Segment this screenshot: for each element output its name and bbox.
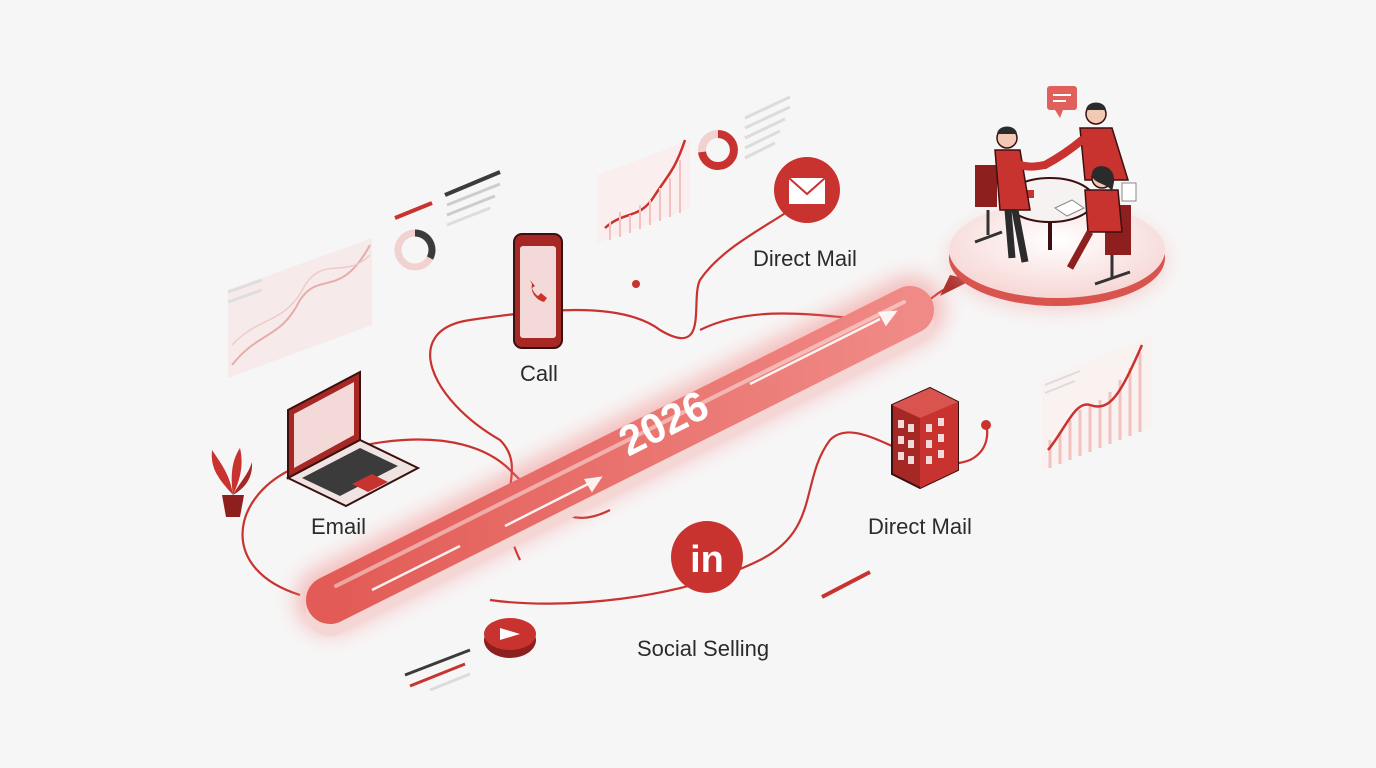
touchpoint-label-email: Email bbox=[311, 514, 367, 539]
background-lines-bottom bbox=[404, 570, 871, 692]
plant-icon bbox=[211, 448, 253, 517]
touchpoint-label-call: Call bbox=[520, 361, 558, 386]
building-icon bbox=[891, 386, 959, 490]
svg-text:in: in bbox=[690, 539, 724, 581]
background-donut-top bbox=[698, 95, 791, 170]
play-icon bbox=[484, 618, 536, 658]
background-donut-left bbox=[394, 170, 501, 271]
background-chart-right bbox=[1042, 335, 1152, 470]
background-chart-top bbox=[597, 139, 690, 243]
envelope-icon bbox=[774, 157, 840, 223]
touchpoint-label-social-selling: Social Selling bbox=[637, 636, 770, 661]
meeting-icon bbox=[949, 86, 1165, 310]
linkedin-icon: in bbox=[671, 521, 743, 593]
background-chart-left bbox=[227, 238, 372, 378]
phone-icon bbox=[513, 233, 563, 349]
touchpoint-label-direct-mail-bottom: Direct Mail bbox=[868, 514, 972, 539]
touchpoint-label-direct-mail-top: Direct Mail bbox=[753, 246, 857, 271]
laptop-icon bbox=[285, 370, 421, 508]
timeline-bar: 2026 bbox=[295, 275, 945, 636]
